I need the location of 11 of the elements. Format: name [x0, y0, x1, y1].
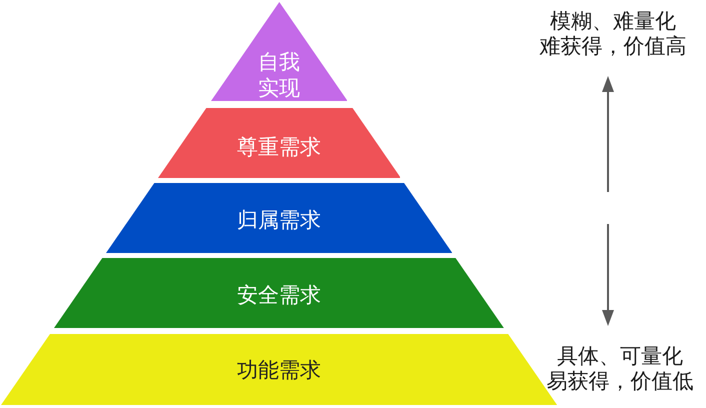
- level-label: 自我实现: [256, 49, 301, 101]
- note-text: 模糊、难量化难获得，价值高: [540, 9, 686, 59]
- level-label: 归属需求: [236, 207, 321, 233]
- level-label: 安全需求: [236, 282, 321, 308]
- level-label: 功能需求: [236, 357, 321, 383]
- pyramid-level: [106, 183, 452, 253]
- pyramid-level: [210, 2, 348, 101]
- pyramid-level: [54, 258, 504, 328]
- pyramid-level: [158, 108, 400, 178]
- note-text: 具体、可量化易获得，价值低: [546, 344, 694, 394]
- level-label: 尊重需求: [236, 134, 321, 160]
